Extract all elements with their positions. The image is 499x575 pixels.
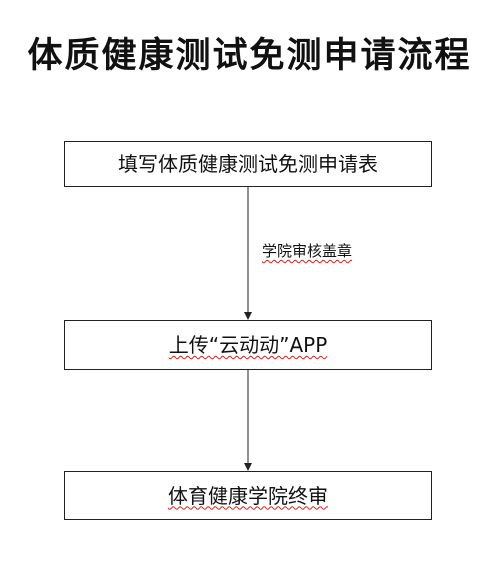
arrow-2-head xyxy=(244,463,252,471)
step-fill-form-label: 填写体质健康测试免测申请表 xyxy=(118,152,378,176)
diagram-title: 体质健康测试免测申请流程 xyxy=(27,35,472,76)
arrow-1-head xyxy=(244,312,252,320)
step-upload-app: 上传“云动动”APP xyxy=(64,320,432,370)
step-fill-form: 填写体质健康测试免测申请表 xyxy=(64,141,432,187)
step-final-review: 体育健康学院终审 xyxy=(64,471,432,520)
step-final-review-label: 体育健康学院终审 xyxy=(168,483,328,508)
edge-college-review-label: 学院审核盖章 xyxy=(262,244,352,259)
step-upload-app-label: 上传“云动动”APP xyxy=(168,333,328,357)
edge-college-review-text: 学院审核盖章 xyxy=(262,242,353,260)
